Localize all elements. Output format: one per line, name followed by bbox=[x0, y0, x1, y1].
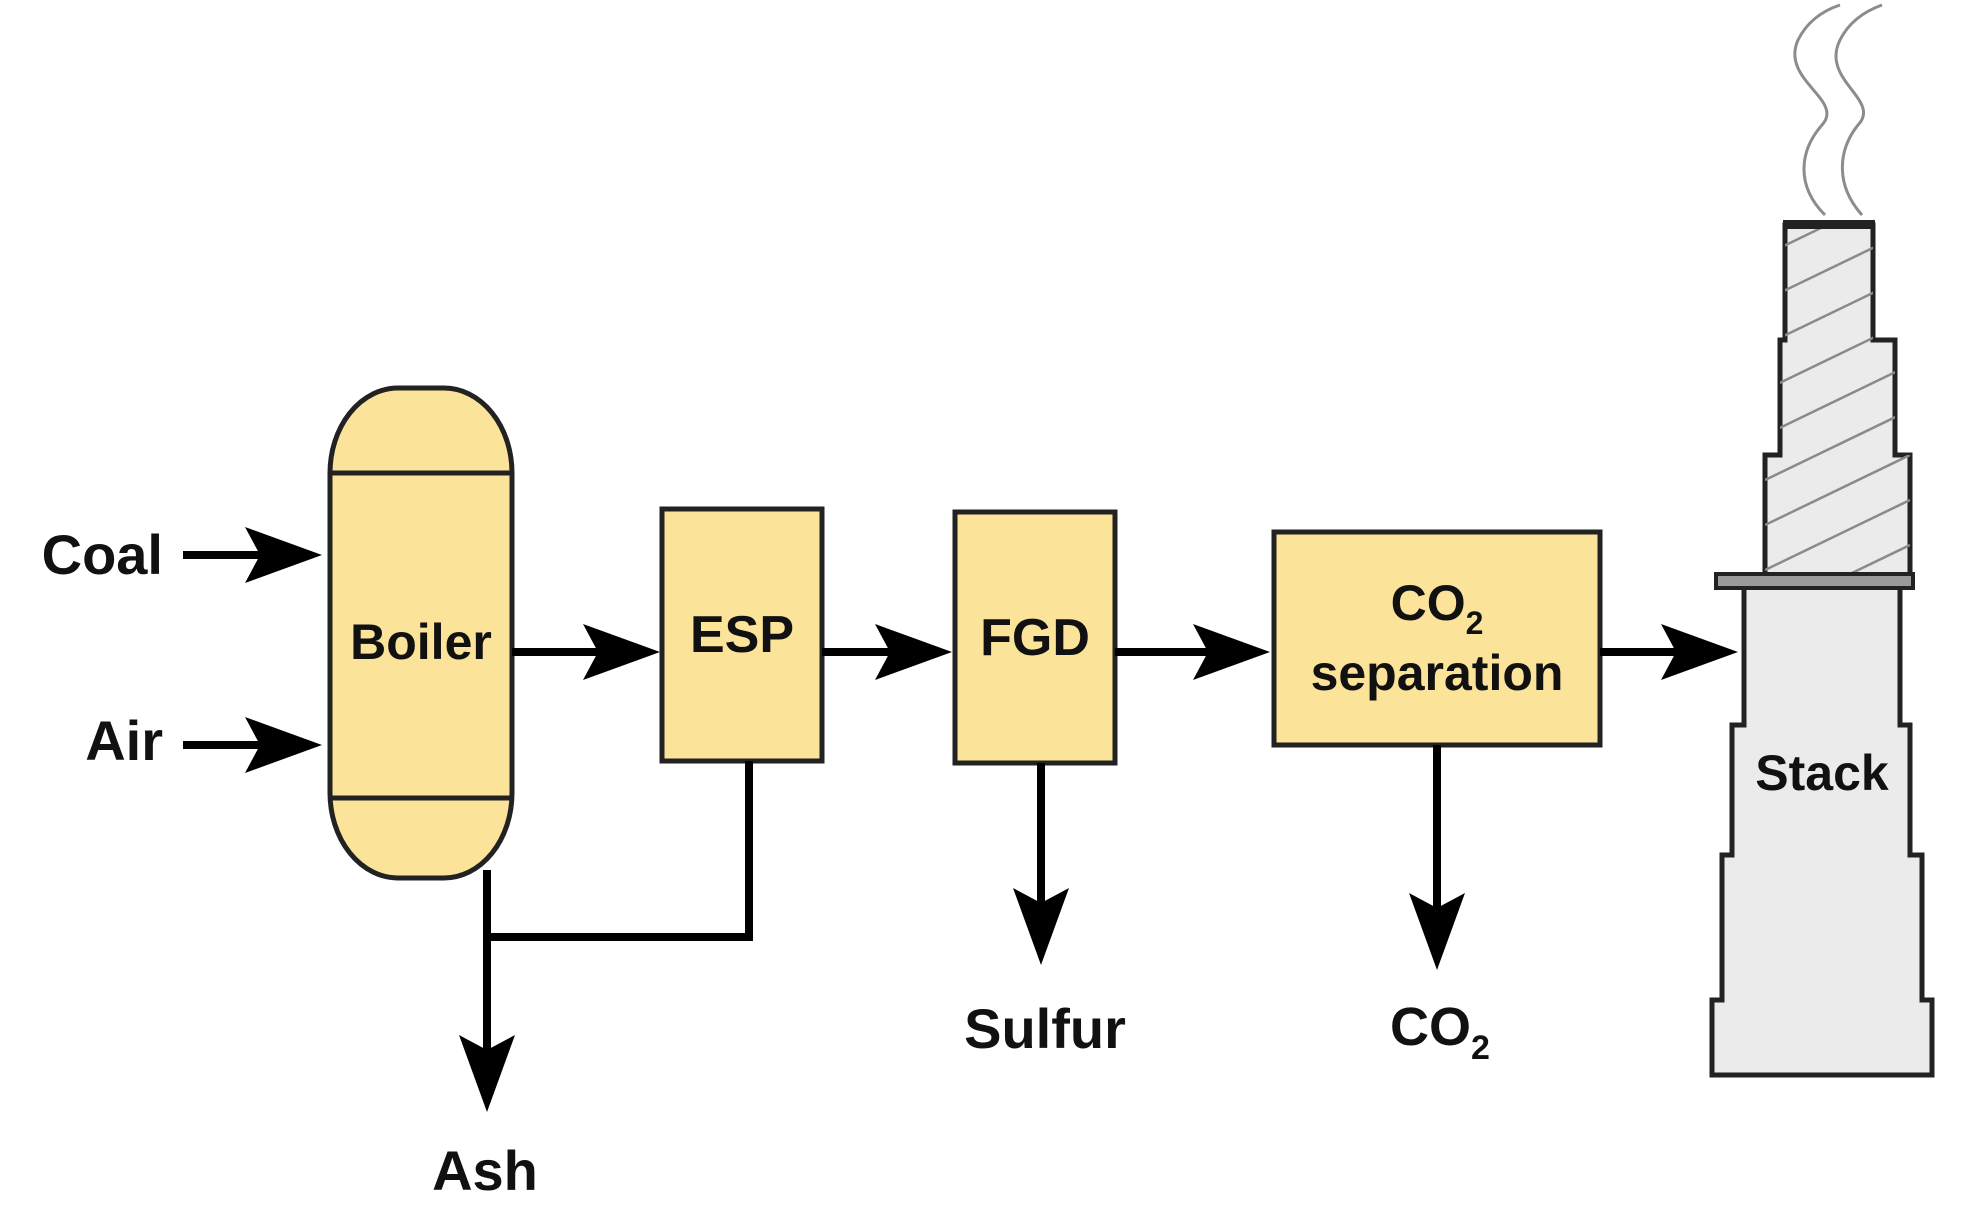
air-label: Air bbox=[85, 709, 163, 772]
air-arrow bbox=[183, 717, 322, 773]
esp-unit: ESP bbox=[659, 506, 825, 764]
sulfur-label: Sulfur bbox=[964, 997, 1126, 1060]
co2-output-co: CO bbox=[1390, 997, 1471, 1057]
co2-separation-subscript: 2 bbox=[1466, 605, 1484, 641]
esp-label: ESP bbox=[690, 606, 794, 664]
boiler-to-esp-arrow bbox=[512, 624, 660, 680]
esp-to-fgd-arrow bbox=[822, 624, 952, 680]
co2-separation-to-stack-arrow bbox=[1600, 624, 1738, 680]
co2-separation-unit: CO2 separation bbox=[1271, 529, 1603, 748]
boiler-label: Boiler bbox=[350, 614, 492, 670]
ash-collection-line bbox=[459, 761, 753, 1112]
ash-label: Ash bbox=[432, 1139, 538, 1202]
stack-collar bbox=[1714, 572, 1915, 590]
co2-output-label: CO2 bbox=[1390, 997, 1490, 1067]
boiler-unit: Boiler bbox=[327, 385, 515, 881]
sulfur-arrow bbox=[1013, 763, 1069, 965]
stack-top-rim bbox=[1783, 220, 1875, 229]
coal-arrow bbox=[183, 527, 322, 583]
co2-separation-label: separation bbox=[1311, 645, 1564, 701]
smoke-wisp-right bbox=[1834, 3, 1883, 217]
smoke-wisp-left bbox=[1793, 3, 1841, 217]
stack: Stack bbox=[1709, 3, 1935, 1078]
stack-label: Stack bbox=[1755, 745, 1889, 801]
fgd-to-co2-separation-arrow bbox=[1115, 624, 1270, 680]
co2-output-arrow bbox=[1409, 745, 1465, 970]
co2-output-subscript: 2 bbox=[1471, 1029, 1490, 1067]
coal-label: Coal bbox=[42, 523, 163, 586]
co2-separation-title: CO2 bbox=[1391, 575, 1484, 641]
co2-separation-co: CO bbox=[1391, 575, 1466, 631]
fgd-label: FGD bbox=[980, 609, 1090, 667]
fgd-unit: FGD bbox=[952, 509, 1118, 766]
